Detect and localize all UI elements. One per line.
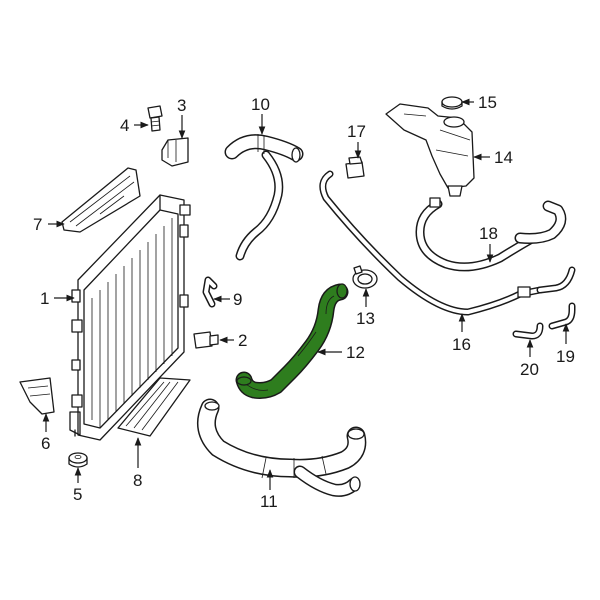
isolator-part-5[interactable] bbox=[68, 452, 88, 468]
bypass-tube-part-9[interactable] bbox=[202, 276, 218, 308]
small-hose-part-19[interactable] bbox=[548, 302, 576, 330]
cap-part-17[interactable] bbox=[345, 156, 365, 179]
lower-hose-part-11[interactable] bbox=[196, 398, 367, 497]
drain-cock-part-2[interactable] bbox=[193, 331, 219, 349]
callout-2: 2 bbox=[238, 331, 247, 350]
callout-12: 12 bbox=[346, 343, 365, 362]
callout-15: 15 bbox=[478, 93, 497, 112]
callout-11: 11 bbox=[260, 492, 278, 511]
radiator-part-1[interactable] bbox=[69, 194, 191, 441]
upper-baffle-part-7[interactable] bbox=[61, 167, 141, 233]
callout-labels: 1 2 3 4 5 6 7 8 9 10 11 12 13 14 15 16 1… bbox=[33, 93, 575, 511]
reservoir-cap-part-15[interactable] bbox=[441, 96, 463, 110]
callout-1: 1 bbox=[40, 289, 49, 308]
overflow-hose-part-16[interactable] bbox=[319, 170, 576, 316]
callout-9: 9 bbox=[233, 290, 242, 309]
hose-part-12[interactable] bbox=[235, 283, 349, 399]
lower-baffle-part-8[interactable] bbox=[117, 377, 191, 437]
callout-14: 14 bbox=[494, 148, 513, 167]
callout-18: 18 bbox=[479, 224, 498, 243]
callout-3: 3 bbox=[177, 96, 186, 115]
callout-17: 17 bbox=[347, 122, 366, 141]
reservoir-hose-part-18[interactable] bbox=[415, 197, 567, 272]
callout-6: 6 bbox=[41, 434, 50, 453]
leader-lines bbox=[42, 98, 570, 490]
callout-4: 4 bbox=[120, 116, 129, 135]
small-hose-part-20[interactable] bbox=[512, 322, 544, 340]
callout-20: 20 bbox=[520, 360, 539, 379]
air-deflector-part-6[interactable] bbox=[19, 377, 55, 415]
callout-19: 19 bbox=[556, 347, 575, 366]
hose-12-fill bbox=[237, 285, 347, 398]
callout-10: 10 bbox=[251, 95, 270, 114]
bracket-part-3[interactable] bbox=[161, 137, 189, 167]
callout-7: 7 bbox=[33, 215, 42, 234]
callout-13: 13 bbox=[356, 309, 375, 328]
callout-8: 8 bbox=[133, 471, 142, 490]
callout-16: 16 bbox=[452, 335, 471, 354]
callout-5: 5 bbox=[73, 485, 82, 504]
upper-hose-part-10[interactable] bbox=[224, 134, 304, 261]
reservoir-part-14[interactable] bbox=[385, 103, 475, 197]
clamp-part-13[interactable] bbox=[352, 265, 378, 289]
bolt-part-4[interactable] bbox=[147, 105, 163, 132]
